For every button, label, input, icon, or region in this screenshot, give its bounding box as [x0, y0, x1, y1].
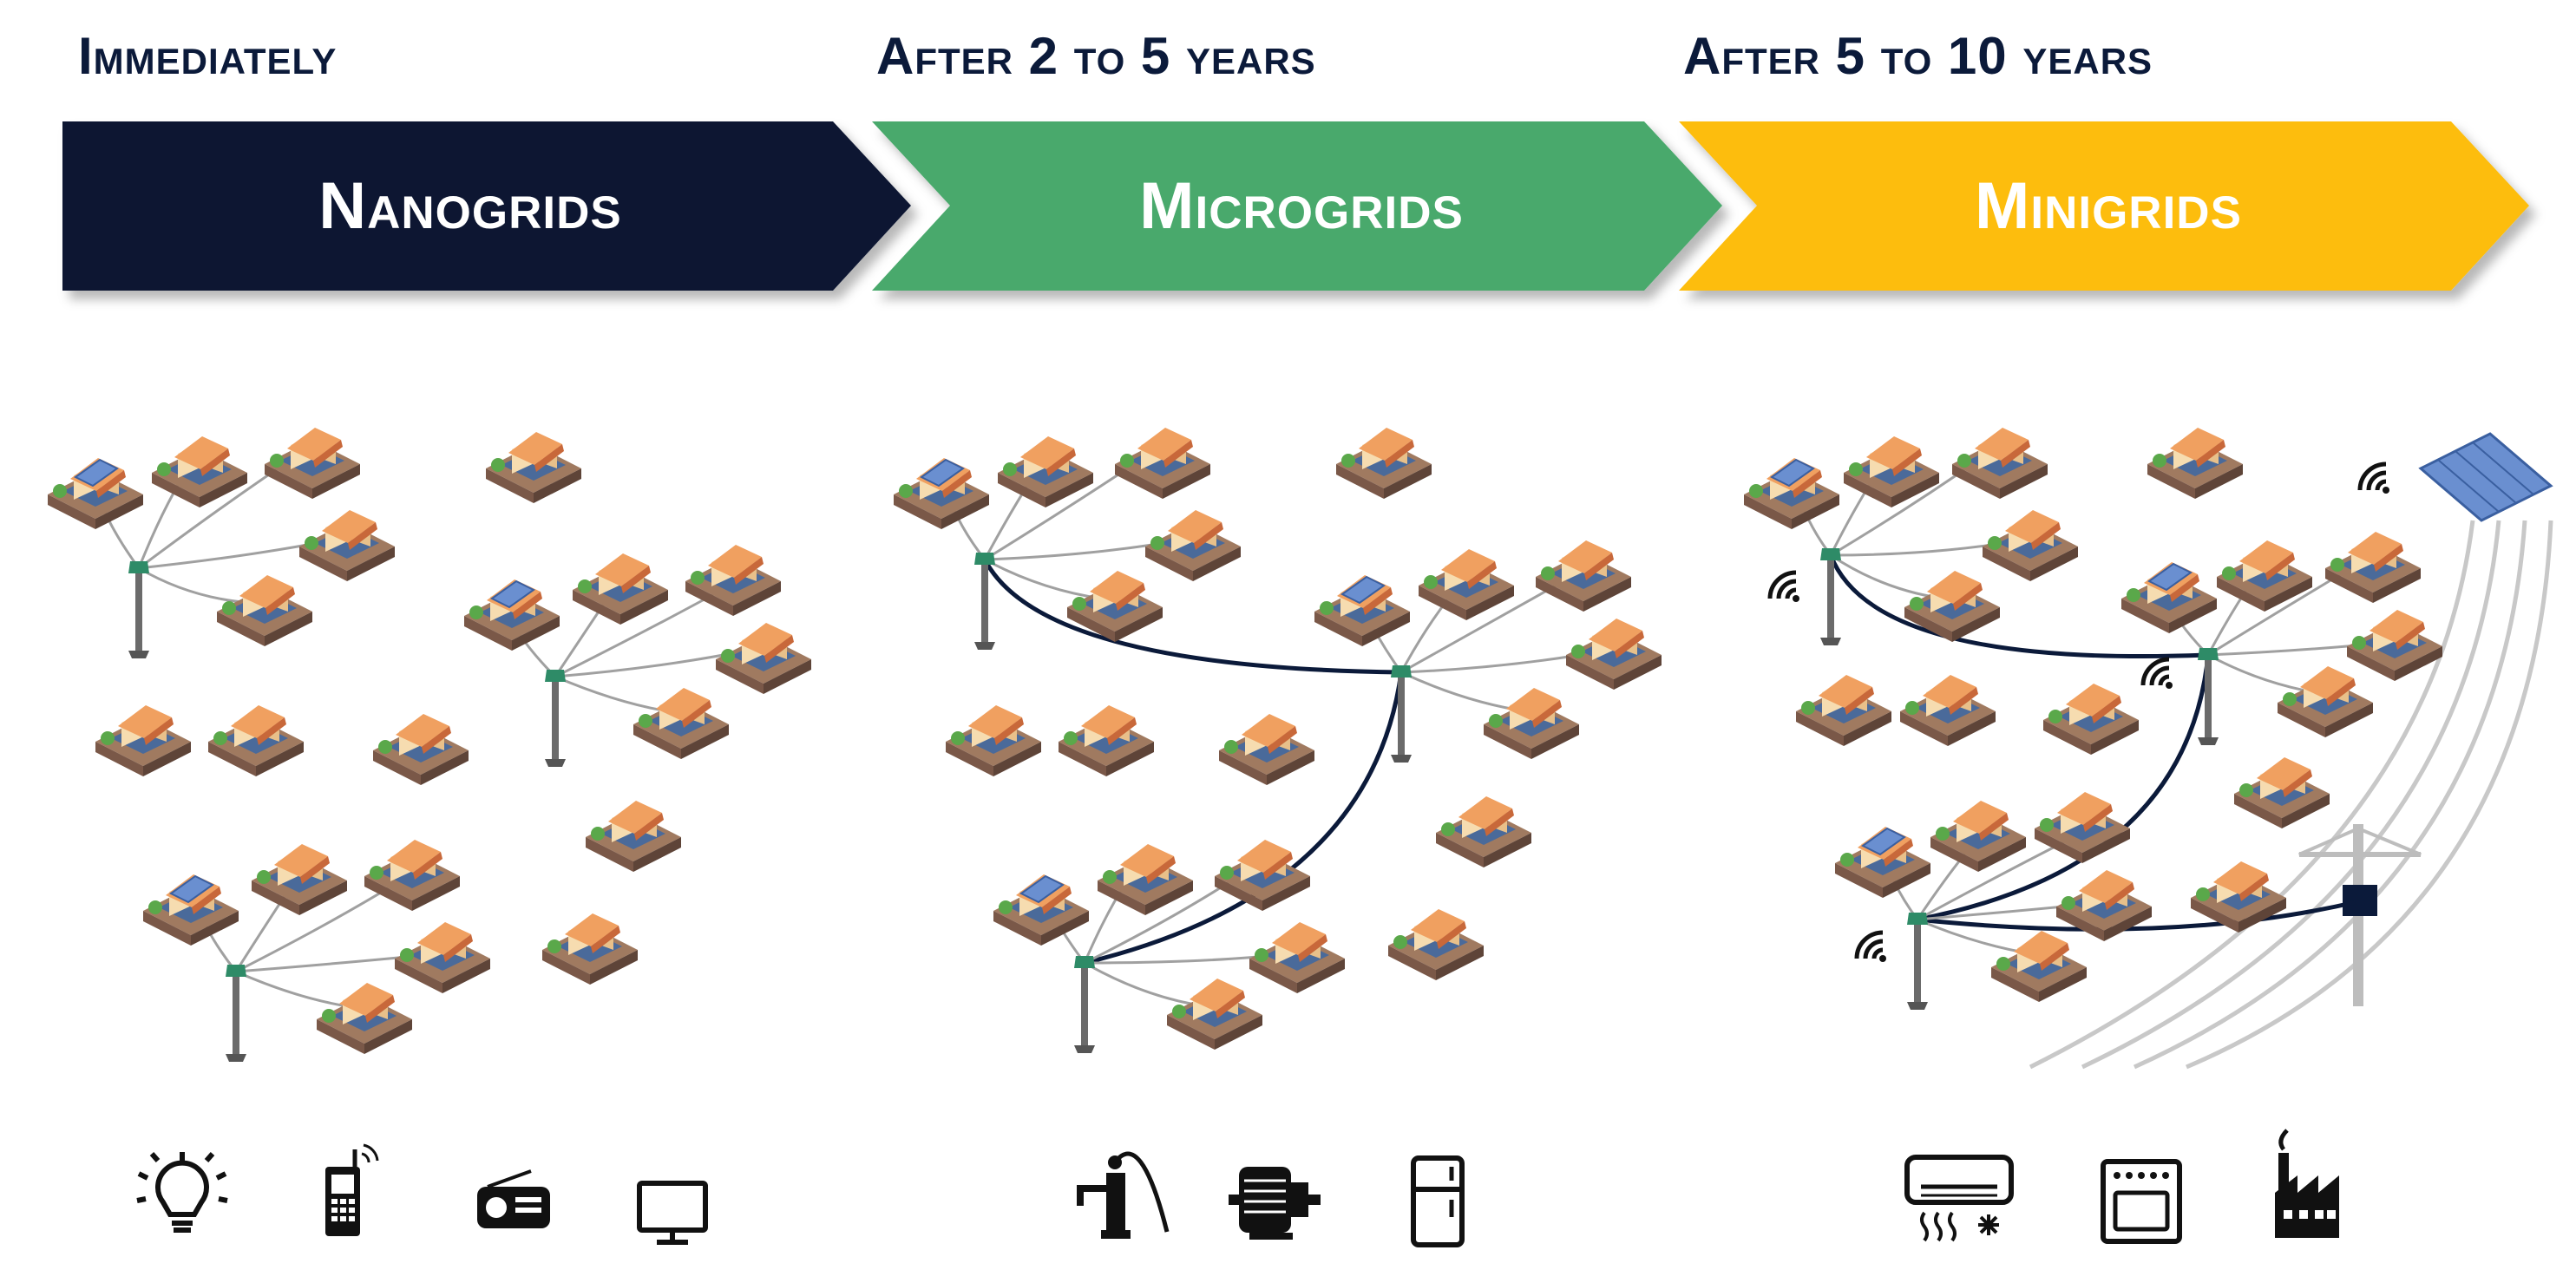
light-bulb-icon: [136, 1152, 228, 1233]
radio-icon: [477, 1169, 550, 1228]
mobile-phone-icon: [325, 1143, 379, 1236]
stage-arrows: [62, 121, 2529, 291]
minigrids-arrow: [1679, 121, 2529, 291]
wifi-icon: [2360, 464, 2389, 494]
nanogrid-cluster: [143, 840, 490, 1062]
electric-motor-icon: [1229, 1167, 1321, 1240]
transmission-lines: [2029, 520, 2553, 1070]
transmission-tower: [2298, 824, 2422, 1006]
solar-farm: [2418, 432, 2553, 522]
stage-1-timing: Immediately: [78, 27, 338, 85]
wifi-icon: [1770, 573, 1799, 602]
factory-icon: [2275, 1129, 2339, 1238]
stage-3-timing: After 5 to 10 years: [1683, 27, 2153, 85]
oven-icon: [2101, 1159, 2182, 1244]
microgrids-scene: [894, 428, 1662, 1053]
wifi-icon: [1857, 933, 1886, 962]
refrigerator-icon: [1411, 1155, 1465, 1247]
stage-1-name: Nanogrids: [318, 169, 622, 243]
wifi-icon: [2143, 659, 2173, 689]
microgrids-arrow: [872, 121, 1722, 291]
minigrids-scene: [1744, 428, 2553, 1070]
nanogrids-scene: [48, 428, 811, 1062]
appliance-icons: [136, 1129, 2339, 1247]
stage-2-timing: After 2 to 5 years: [876, 27, 1316, 85]
television-icon: [637, 1181, 708, 1245]
nanogrid-cluster: [464, 545, 811, 767]
stage-3-name: Minigrids: [1975, 169, 2242, 243]
air-conditioner-icon: [1904, 1155, 2014, 1242]
nanogrids-arrow: [62, 121, 911, 291]
stage-2-name: Microgrids: [1139, 169, 1464, 243]
nanogrid-cluster: [48, 428, 395, 658]
water-pump-icon: [1077, 1151, 1170, 1239]
